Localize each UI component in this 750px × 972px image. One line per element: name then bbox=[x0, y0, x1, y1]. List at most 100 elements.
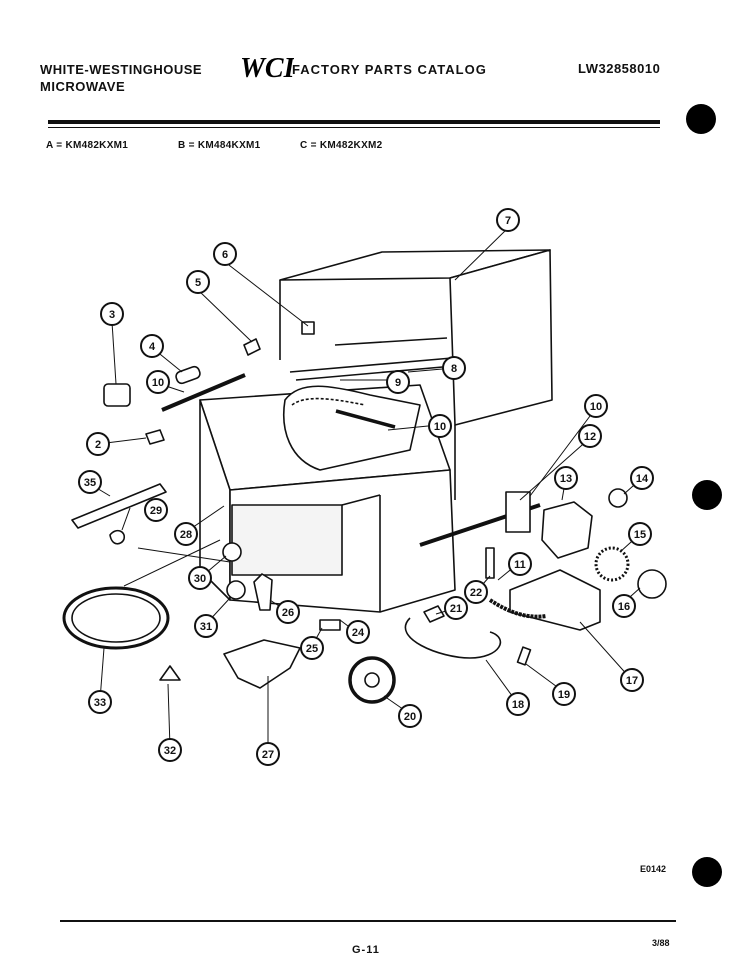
callout-label: 33 bbox=[94, 697, 106, 709]
callout-10: 10 bbox=[146, 370, 170, 394]
callout-33: 33 bbox=[88, 690, 112, 714]
callout-16: 16 bbox=[612, 594, 636, 618]
callout-label: 10 bbox=[434, 421, 446, 433]
callout-18: 18 bbox=[506, 692, 530, 716]
callout-label: 31 bbox=[200, 621, 212, 633]
callout-label: 4 bbox=[149, 341, 156, 353]
callout-label: 11 bbox=[514, 559, 526, 571]
header-rule-thick bbox=[48, 120, 660, 124]
part-10-rod bbox=[161, 373, 246, 412]
callout-label: 22 bbox=[470, 587, 482, 599]
part-2-clip bbox=[145, 429, 165, 445]
outer-cabinet bbox=[279, 249, 553, 500]
footer-rule bbox=[60, 920, 676, 922]
callout-8: 8 bbox=[442, 356, 466, 380]
callout-label: 25 bbox=[306, 643, 318, 655]
reference-code: E0142 bbox=[640, 864, 667, 874]
wci-logo: WCI bbox=[238, 52, 296, 84]
model-c: C = KM482KXM2 bbox=[300, 140, 383, 151]
callout-3: 3 bbox=[100, 302, 124, 326]
callout-label: 35 bbox=[84, 477, 96, 489]
callout-12: 12 bbox=[578, 424, 602, 448]
catalog-title: FACTORY PARTS CATALOG bbox=[292, 62, 487, 77]
callout-label: 9 bbox=[395, 377, 401, 389]
callout-5: 5 bbox=[186, 270, 210, 294]
callout-7: 7 bbox=[496, 208, 520, 232]
part-4-fuse bbox=[175, 365, 201, 385]
callout-26: 26 bbox=[276, 600, 300, 624]
leader-lines bbox=[89, 227, 643, 752]
callout-29: 29 bbox=[144, 498, 168, 522]
binder-hole-middle bbox=[692, 480, 722, 510]
product-line: MICROWAVE bbox=[40, 79, 126, 94]
binder-hole-top bbox=[686, 104, 716, 134]
callout-2: 2 bbox=[86, 432, 110, 456]
part-18-cord bbox=[404, 617, 502, 659]
callout-32: 32 bbox=[158, 738, 182, 762]
callout-label: 30 bbox=[194, 573, 206, 585]
callout-24: 24 bbox=[346, 620, 370, 644]
brand-name: WHITE-WESTINGHOUSE bbox=[40, 62, 203, 77]
callout-11: 11 bbox=[508, 552, 532, 576]
part-31-bulb bbox=[226, 580, 246, 600]
part-14-washer bbox=[608, 488, 628, 508]
part-21-switch bbox=[423, 605, 445, 623]
callout-label: 10 bbox=[152, 377, 164, 389]
part-3-switch bbox=[103, 383, 131, 407]
callout-10: 10 bbox=[428, 414, 452, 438]
callout-label: 7 bbox=[505, 215, 511, 227]
callout-label: 15 bbox=[634, 529, 646, 541]
callout-label: 5 bbox=[195, 277, 201, 289]
callout-label: 20 bbox=[404, 711, 416, 723]
callout-25: 25 bbox=[300, 636, 324, 660]
document-number: LW32858010 bbox=[578, 61, 661, 76]
callout-label: 28 bbox=[180, 529, 192, 541]
callout-4: 4 bbox=[140, 334, 164, 358]
callout-9: 9 bbox=[386, 370, 410, 394]
part-16-ring bbox=[637, 569, 667, 599]
part-27-stirrer bbox=[223, 639, 301, 689]
callout-label: 10 bbox=[590, 401, 602, 413]
callout-27: 27 bbox=[256, 742, 280, 766]
callout-20: 20 bbox=[398, 704, 422, 728]
binder-hole-bottom bbox=[692, 857, 722, 887]
part-15-blower-wheel bbox=[594, 546, 630, 582]
logo-lettering: WCI bbox=[240, 53, 294, 82]
part-13-fan-motor bbox=[541, 501, 593, 559]
part-11-gasket bbox=[488, 598, 547, 619]
part-35-strip bbox=[71, 483, 167, 529]
part-17-duct bbox=[509, 569, 601, 631]
part-33-glass-tray bbox=[62, 586, 170, 650]
callout-6: 6 bbox=[213, 242, 237, 266]
callout-label: 27 bbox=[262, 749, 274, 761]
callout-15: 15 bbox=[628, 522, 652, 546]
callout-label: 32 bbox=[164, 745, 176, 757]
revision-date: 3/88 bbox=[652, 938, 670, 948]
part-6-tab bbox=[301, 321, 315, 335]
callout-35: 35 bbox=[78, 470, 102, 494]
part-26-bracket bbox=[253, 573, 273, 611]
callout-19: 19 bbox=[552, 682, 576, 706]
cavity-frame bbox=[199, 337, 456, 613]
model-a: A = KM482KXM1 bbox=[46, 140, 129, 151]
callout-17: 17 bbox=[620, 668, 644, 692]
part-12-timer bbox=[505, 491, 531, 533]
callout-22: 22 bbox=[464, 580, 488, 604]
callout-label: 18 bbox=[512, 699, 524, 711]
callout-10: 10 bbox=[584, 394, 608, 418]
callout-30: 30 bbox=[188, 566, 212, 590]
model-b: B = KM484KXM1 bbox=[178, 140, 261, 151]
callout-label: 19 bbox=[558, 689, 570, 701]
callout-31: 31 bbox=[194, 614, 218, 638]
callout-label: 6 bbox=[222, 249, 228, 261]
part-29-hook bbox=[109, 529, 126, 545]
callout-13: 13 bbox=[554, 466, 578, 490]
callout-label: 13 bbox=[560, 473, 572, 485]
callout-label: 29 bbox=[150, 505, 162, 517]
callout-label: 14 bbox=[636, 473, 649, 485]
part-25-coupler bbox=[319, 619, 341, 631]
callout-label: 16 bbox=[618, 601, 630, 613]
page-number: G-11 bbox=[352, 944, 380, 956]
